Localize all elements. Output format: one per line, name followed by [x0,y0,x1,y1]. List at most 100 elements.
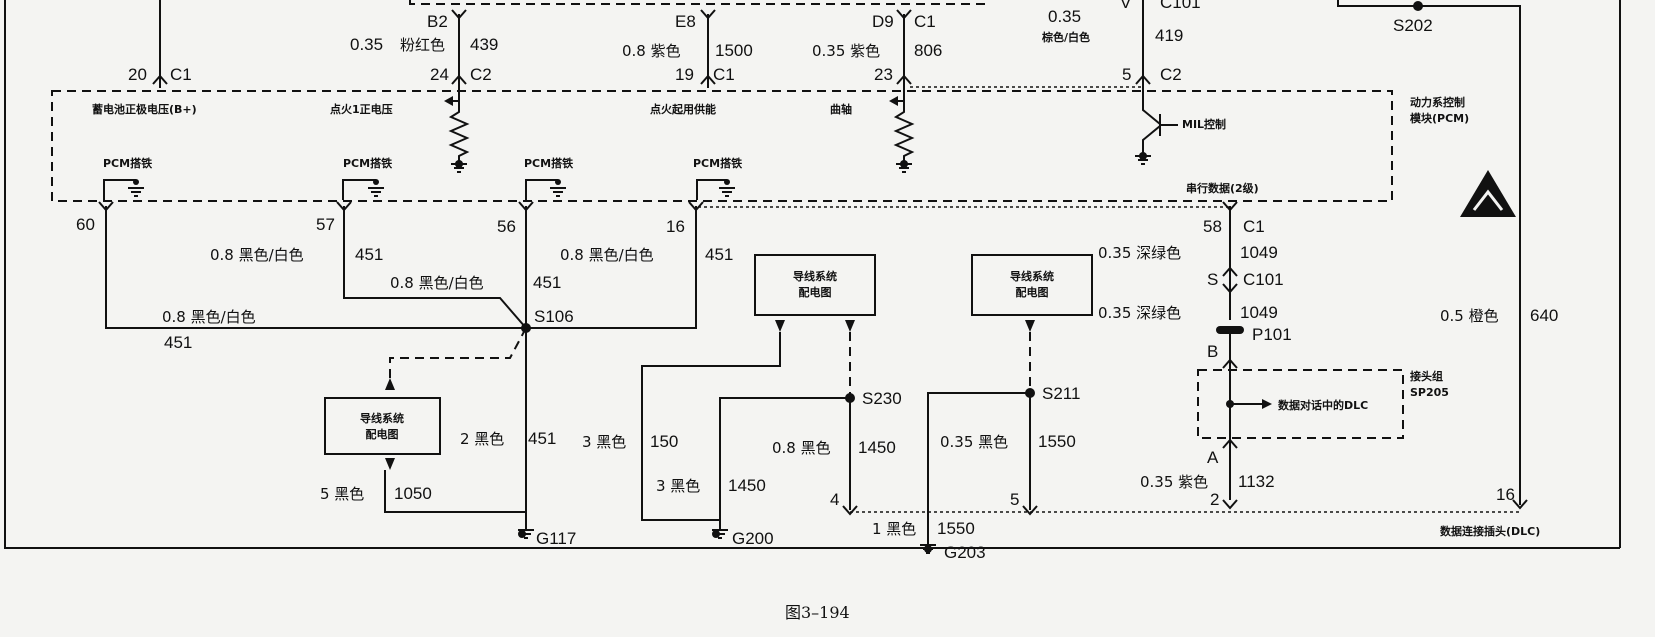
mil-gauge: 0.35 [1048,7,1081,26]
sp205-arrow [1262,399,1272,409]
ground-dot [724,179,730,185]
connector-symbol [688,201,704,212]
pcm-gnd-4 [696,179,727,200]
w1049b-desc: 0.35 深绿色 [1098,304,1181,322]
d9-pin: 23 [874,65,893,84]
w1550a-desc: 0.35 黑色 [940,433,1008,451]
ground-dot [518,530,526,538]
c101-connector-symbol [1222,266,1238,294]
connector-symbol [451,74,467,85]
ground-dot [712,530,720,538]
mil-transistor-collector [1142,100,1161,125]
w640-desc: 0.5 橙色 [1440,307,1499,325]
wire-1050 [384,470,526,513]
battery-label: 蓄电池正极电压(B+) [92,102,197,116]
serial-label: 串行数据(2级) [1186,181,1259,195]
wire-451-pin16 [526,206,697,329]
ref-arrow [775,320,785,332]
ground-dot [924,545,932,553]
g117-wire-desc: 2 黑色 [460,430,504,448]
ref-b-l1: 导线系统 [1010,269,1054,283]
b2-gauge: 0.35 [350,35,383,54]
ref-arrow [1025,320,1035,332]
ign1-resistor [448,100,470,162]
ign1-arrow [444,96,453,106]
g203-label: G203 [944,543,986,562]
w1450a-circuit: 1450 [858,438,896,457]
connector-symbol [1222,358,1238,369]
w1450a-desc: 0.8 黑色 [772,439,831,457]
ground-dot [555,179,561,185]
pcm-gnd-1 [103,179,136,200]
connector-symbol [1022,505,1038,516]
w1132-circuit: 1132 [1238,472,1275,491]
ref-a-l1: 导线系统 [793,269,837,283]
e8-pin: 19 [675,65,694,84]
mil-conn: C2 [1160,65,1182,84]
ref-box-mid-a [754,254,876,316]
w1-desc: 0.8 黑色/白色 [162,308,256,326]
mil-transistor-base [1159,114,1178,136]
bat-pin: 20 [128,65,147,84]
connector-symbol [700,9,716,20]
e8-circuit: 1500 [715,41,753,60]
b2-color: 粉红色 [400,36,445,54]
ground-dot [133,179,139,185]
ground-symbol [368,187,384,197]
ref-arrow [845,320,855,332]
pcm-ground-label-3: PCM搭铁 [524,156,573,170]
pcm-box [51,90,1393,202]
crank-enable-label: 点火起用供能 [650,102,716,116]
dlc-serial-label: 数据对话中的DLC [1278,398,1368,412]
crank-label: 曲轴 [830,102,852,116]
pin58: 58 [1203,217,1222,236]
s-letter: S [1207,270,1218,289]
w1450b-circuit: 1450 [728,476,766,495]
w1550a-circuit: 1550 [1038,432,1076,451]
g200-label: G200 [732,529,774,548]
d9-label: D9 [872,12,894,31]
mil-color: 棕色/白色 [1041,30,1090,44]
pcm-ground-label-4: PCM搭铁 [693,156,742,170]
b2-circuit: 439 [470,35,498,54]
figure-caption: 图3–194 [785,603,850,622]
connector-symbol [152,74,168,85]
w640-circuit: 640 [1530,306,1558,325]
w4-circuit: 451 [705,245,733,264]
p101-label: P101 [1252,325,1292,344]
w3-circuit: 451 [533,273,561,292]
c101-letter: V [1120,0,1132,12]
wire-451-pin57 [343,206,527,329]
e8-label: E8 [675,12,696,31]
ref-left-l2: 配电图 [366,427,399,441]
w1050-desc: 5 黑色 [320,485,364,503]
w4-desc: 0.8 黑色/白色 [560,246,654,264]
mil-transistor-emitter [1142,125,1161,153]
ref-box-mid-b [971,254,1093,316]
sp205-l1: 接头组 [1410,369,1443,383]
w1050-circuit: 1050 [394,484,432,503]
connector-symbol [336,201,352,212]
c101-label: C101 [1160,0,1201,12]
s202-label: S202 [1393,16,1433,35]
b2-pin: 24 [430,65,449,84]
w3-desc: 0.8 黑色/白色 [390,274,484,292]
w1-circuit: 451 [164,333,192,352]
d9-circuit: 806 [914,41,942,60]
dlc-pin5: 5 [1010,490,1019,509]
pcm-ground-label-1: PCM搭铁 [103,156,152,170]
esd-warning-hand [1472,189,1504,211]
s202-splice [1413,1,1423,11]
ground-dot [1139,152,1147,160]
wire-1550b [927,392,1030,545]
w1049a-desc: 0.35 深绿色 [1098,244,1181,262]
wire-1450b [719,397,850,530]
w1550b-desc: 1 黑色 [872,520,916,538]
w1049a-circuit: 1049 [1240,243,1278,262]
mil-circuit: 419 [1155,26,1183,45]
ground-dot [455,160,463,168]
ref-box-left [324,397,441,455]
mil-pin: 5 [1122,65,1131,84]
ground-symbol [550,187,566,197]
